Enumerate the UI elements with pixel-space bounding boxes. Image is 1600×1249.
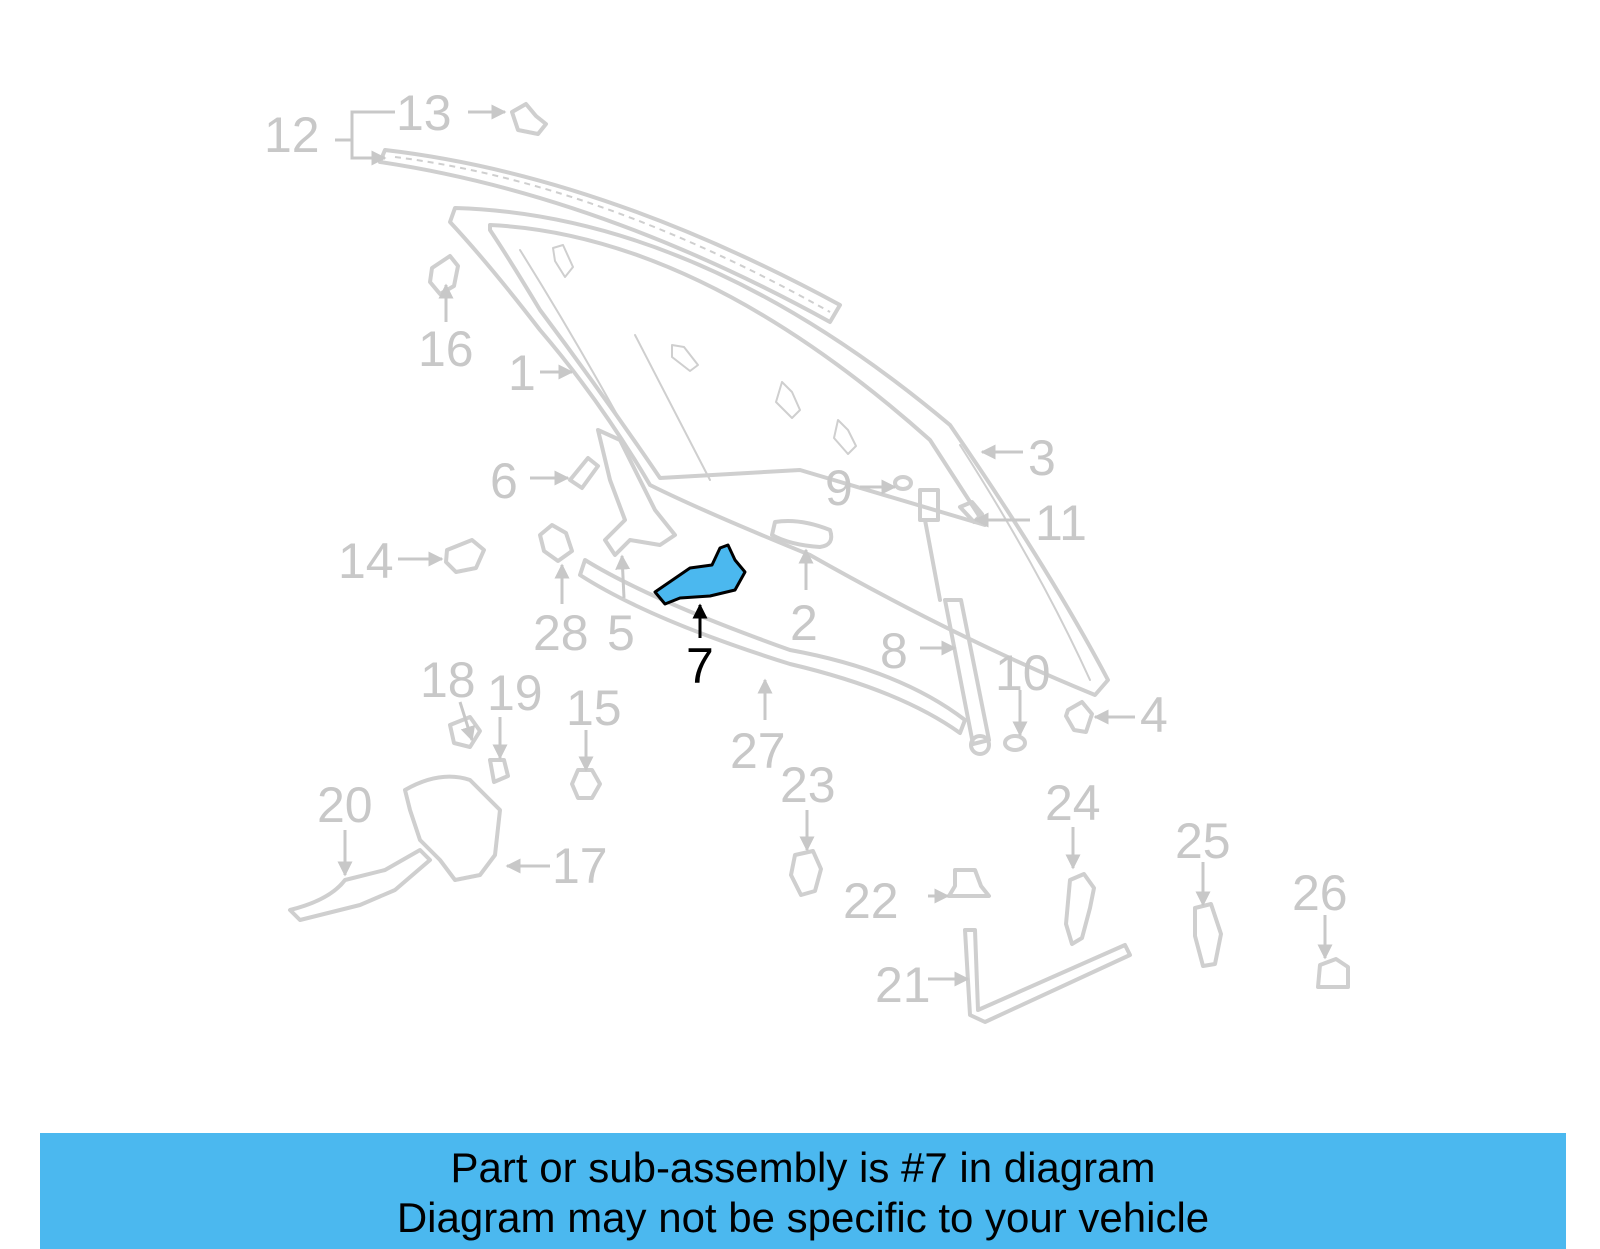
- part-7-highlighted: [653, 543, 747, 606]
- callout-28: 28: [533, 605, 589, 661]
- info-banner: Part or sub-assembly is #7 in diagram Di…: [40, 1133, 1566, 1249]
- callout-4: 4: [1140, 687, 1168, 743]
- handle-part: [770, 519, 834, 549]
- callout-16: 16: [418, 321, 474, 377]
- callout-2: 2: [790, 595, 818, 651]
- callout-labels: 1 2 3 4 5 6 7 8 9 10 11 12 13 14 15 16 1…: [264, 85, 1348, 1013]
- banner-line-2: Diagram may not be specific to your vehi…: [396, 1194, 1210, 1241]
- callout-1: 1: [508, 345, 536, 401]
- callout-17: 17: [552, 838, 608, 894]
- hinge-part: [596, 428, 677, 557]
- callout-22: 22: [843, 873, 899, 929]
- callout-18: 18: [420, 652, 476, 708]
- callout-5: 5: [607, 605, 635, 661]
- callout-11: 11: [1035, 495, 1087, 551]
- liftgate-panel-part: [448, 206, 1110, 697]
- callout-10: 10: [995, 645, 1051, 701]
- weatherstrip-part: [378, 148, 842, 324]
- callout-25: 25: [1175, 813, 1231, 869]
- callout-6: 6: [490, 453, 518, 509]
- trim-strip-part: [578, 558, 967, 735]
- callout-15: 15: [566, 680, 622, 736]
- callout-26: 26: [1292, 865, 1348, 921]
- callout-23: 23: [780, 757, 836, 813]
- callout-20: 20: [317, 777, 373, 833]
- callout-21: 21: [875, 957, 931, 1013]
- callout-3: 3: [1028, 430, 1056, 486]
- gas-strut-part: [918, 488, 991, 756]
- callout-19: 19: [487, 665, 543, 721]
- callout-24: 24: [1045, 775, 1101, 831]
- callout-12: 12: [264, 107, 320, 163]
- glass-pad-parts: [552, 244, 857, 455]
- callout-8: 8: [880, 623, 908, 679]
- callout-arrows: [335, 104, 1333, 987]
- callout-7: 7: [686, 638, 714, 694]
- callout-13: 13: [396, 85, 452, 141]
- callout-27: 27: [730, 723, 786, 779]
- callout-9: 9: [825, 460, 853, 516]
- callout-14: 14: [338, 533, 394, 589]
- banner-line-1: Part or sub-assembly is #7 in diagram: [450, 1144, 1156, 1191]
